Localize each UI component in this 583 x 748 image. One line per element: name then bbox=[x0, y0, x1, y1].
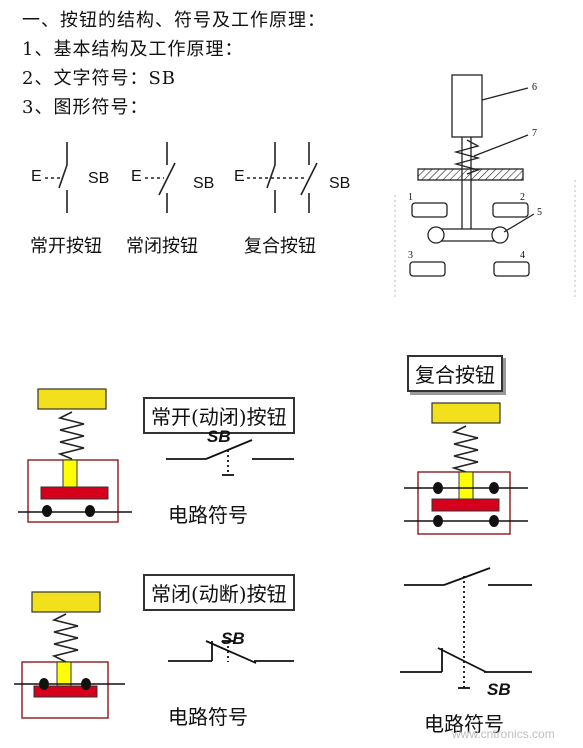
subheading-text-symbol: 2、文字符号：SB bbox=[22, 68, 177, 89]
structure-label-7: 7 bbox=[532, 128, 537, 139]
combo-circuit-symbol bbox=[400, 567, 532, 689]
no-circuit-symbol bbox=[166, 439, 294, 476]
nc-circuit-sb-label: SB bbox=[221, 629, 245, 648]
subheading-structure: 1、基本结构及工作原理： bbox=[22, 39, 244, 60]
no-symbol-sb-label: SB bbox=[88, 170, 110, 187]
combo-button-illustration bbox=[404, 402, 528, 535]
combo-button-symbol bbox=[247, 142, 318, 213]
nc-circuit-caption: 电路符号 bbox=[168, 705, 248, 729]
no-button-caption: 常开按钮 bbox=[30, 236, 102, 257]
subheading-graphic-symbol: 3、图形符号： bbox=[22, 97, 149, 118]
nc-button-title: 常闭(动断)按钮 bbox=[143, 574, 295, 611]
structure-label-6: 6 bbox=[532, 82, 537, 93]
combo-symbol-sb-label: SB bbox=[329, 175, 351, 192]
combo-button-title: 复合按钮 bbox=[407, 355, 503, 392]
no-button-symbol bbox=[45, 142, 68, 213]
combo-button-caption: 复合按钮 bbox=[244, 236, 316, 257]
structure-label-3: 3 bbox=[408, 250, 413, 261]
no-symbol-e-label: E bbox=[31, 168, 42, 185]
nc-button-symbol bbox=[145, 142, 176, 213]
no-circuit-sb-label: SB bbox=[207, 427, 231, 446]
combo-circuit-caption: 电路符号 bbox=[424, 712, 504, 736]
nc-symbol-sb-label: SB bbox=[193, 175, 215, 192]
section-heading: 一、按钮的结构、符号及工作原理： bbox=[22, 10, 326, 31]
nc-button-illustration bbox=[14, 591, 125, 719]
nc-symbol-e-label: E bbox=[131, 168, 142, 185]
structure-label-2: 2 bbox=[520, 192, 525, 203]
no-circuit-caption: 电路符号 bbox=[168, 503, 248, 527]
structure-label-4: 4 bbox=[520, 250, 525, 261]
no-button-title: 常开(动闭)按钮 bbox=[143, 397, 295, 434]
structure-label-5: 5 bbox=[537, 207, 542, 218]
combo-circuit-sb-label: SB bbox=[487, 680, 511, 699]
watermark: www.cntronics.com bbox=[452, 727, 555, 741]
structure-label-1: 1 bbox=[408, 192, 413, 203]
nc-button-caption: 常闭按钮 bbox=[126, 236, 198, 257]
combo-symbol-e-label: E bbox=[234, 168, 245, 185]
no-button-illustration bbox=[18, 388, 132, 523]
nc-circuit-symbol bbox=[168, 640, 294, 664]
button-structure-diagram bbox=[394, 74, 576, 300]
